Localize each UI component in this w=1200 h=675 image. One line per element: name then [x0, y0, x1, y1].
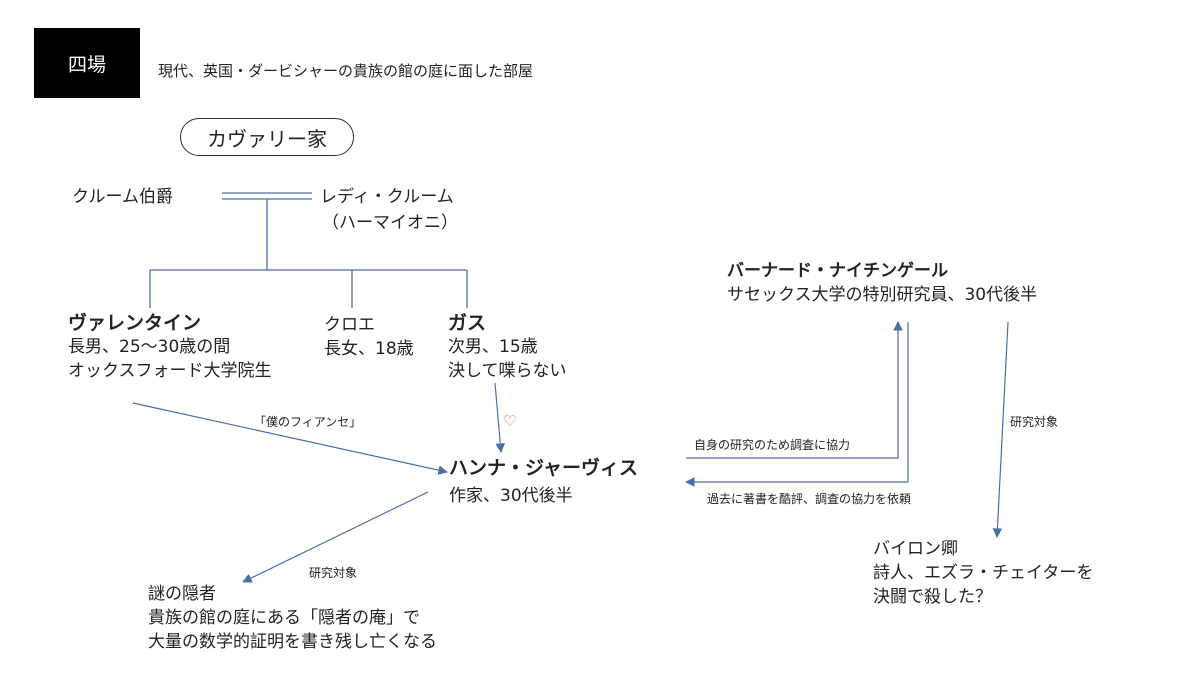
family-name: カヴァリー家	[180, 118, 354, 156]
lady-croom-alias: （ハーマイオニ）	[322, 213, 458, 233]
bernard-block: バーナード・ナイチンゲール サセックス大学の特別研究員、30代後半	[727, 259, 1037, 307]
byron-line1: 詩人、エズラ・チェイターを	[873, 563, 1094, 583]
hermit-block: 謎の隠者 貴族の館の庭にある「隠者の庵」で 大量の数学的証明を書き残し亡くなる	[148, 582, 437, 654]
byron-block: バイロン卿 詩人、エズラ・チェイターを 決闘で殺した？	[873, 537, 1093, 609]
gus-line1: 次男、15歳	[448, 337, 538, 357]
relation-label-bernard-byron: 研究対象	[1010, 415, 1059, 429]
arrow-valentine-hannah	[132, 402, 448, 475]
scene-label: 四場	[34, 28, 140, 98]
bernard-line1: サセックス大学の特別研究員、30代後半	[727, 285, 1038, 305]
heart-icon: ♡	[503, 412, 517, 430]
hannah-name: ハンナ・ジャーヴィス	[449, 457, 639, 479]
relation-label-bernard-hannah: 過去に著書を酷評、調査の協力を依頼	[707, 492, 912, 506]
scene-description: 現代、英国・ダービシャーの貴族の館の庭に面した部屋	[158, 62, 534, 80]
hermit-line2: 大量の数学的証明を書き残し亡くなる	[148, 632, 437, 652]
relation-label-hannah-hermit: 研究対象	[309, 566, 358, 580]
arrow-bernard-byron	[992, 321, 1009, 538]
valentine-line1: 長男、25〜30歳の間	[68, 337, 231, 357]
chloe-name: クロエ	[324, 315, 375, 335]
arrow-gus-hannah	[494, 382, 506, 453]
hermit-name: 謎の隠者	[148, 584, 216, 604]
hannah-block: ハンナ・ジャーヴィス 作家、30代後半	[449, 456, 638, 508]
byron-line2: 決闘で殺した？	[873, 587, 992, 607]
lady-croom-name: レディ・クルーム	[320, 187, 454, 207]
gus-name: ガス	[448, 312, 487, 334]
arrow-hannah-bernard	[686, 321, 903, 459]
hermit-line1: 貴族の館の庭にある「隠者の庵」で	[148, 608, 420, 628]
gus-line2: 決して喋らない	[448, 361, 567, 381]
relation-label-hannah-bernard: 自身の研究のため調査に協力	[694, 438, 851, 452]
valentine-line2: オックスフォード大学院生	[68, 361, 272, 381]
bernard-name: バーナード・ナイチンゲール	[727, 261, 948, 281]
relation-label-fiancee: 「僕のフィアンセ」	[254, 415, 362, 429]
arrow-bernard-hannah	[685, 322, 909, 487]
valentine-block: ヴァレンタイン 長男、25〜30歳の間 オックスフォード大学院生	[68, 311, 272, 383]
byron-name: バイロン卿	[873, 539, 958, 559]
chloe-line1: 長女、18歳	[324, 339, 414, 359]
hannah-line1: 作家、30代後半	[449, 486, 573, 506]
gus-block: ガス 次男、15歳 決して喋らない	[448, 311, 567, 383]
lord-croom-name: クルーム伯爵	[72, 187, 173, 207]
arrow-hannah-hermit	[242, 491, 429, 583]
valentine-name: ヴァレンタイン	[68, 312, 202, 334]
chloe-block: クロエ 長女、18歳	[324, 313, 414, 361]
